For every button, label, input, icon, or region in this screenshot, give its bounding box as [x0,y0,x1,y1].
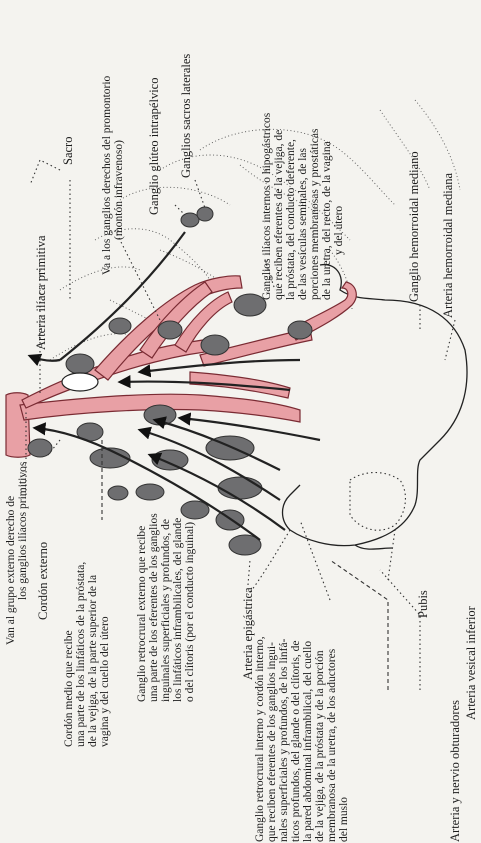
label-ganglio-hemorroidal-mediano: Ganglio hemorroidal mediano [407,151,421,302]
label-line: la pared abdominal inframbilical, del cu… [302,641,314,842]
label-arteria-hemorroidal-mediana: Arteria hemorroidal mediana [441,172,455,318]
label-line: la próstata, del conducto deferente, [285,139,297,300]
pelvis-outline [248,265,467,595]
label-line: de la uretra, del recto, de la vagina [321,141,333,300]
label-ganglio-gluteo-intrapelvico: Ganglio glúteo intrapélvico [147,78,161,215]
label-line: o del clítoris (por el conducto inguinal… [184,522,196,702]
label-line: una parte de los linfáticos de la prósta… [75,562,87,747]
label-pubis: Pubis [416,590,430,618]
node [109,318,131,334]
label-van-al-grupo-externo: Van al grupo externo derecho de [5,496,17,645]
label-line: de la vejiga, de la parte superior de la [87,575,99,747]
label-ganglio-retrocrural-interno: Ganglio retrocrural interno y cordón int… [254,636,266,842]
label-line: nales superficiales y profundos, de los … [278,638,290,842]
label-line: que reciben eferentes de la vejiga, de [273,130,285,300]
label-arteria-epigastrica: Arteria epigástrica [241,587,255,680]
label-cordon-externo: Cordón externo [36,542,50,620]
label-ganglios-iliacos-internos: Ganglios ilíacos internos o hipogástrico… [261,112,273,300]
node [108,486,128,500]
label-cordon-medio: Cordón medio que recibe [63,630,75,747]
label-line: que reciben eferentes de los ganglios in… [266,642,278,842]
node [181,501,209,519]
node [197,207,213,221]
label-line: ticos profundos, del glande o del clítor… [290,640,302,842]
label-va-ganglios-promontorio: Va a los ganglios derechos del promontor… [101,75,113,275]
label-ganglio-retrocrural-externo: Ganglio retrocrural externo que recibe [136,526,148,702]
label-arteria-nervio-obturadores: Arteria y nervio obturadores [448,700,462,842]
label-sacro: Sacro [61,137,75,165]
node [201,335,229,355]
label-ganglios-sacros-laterales: Ganglios sacros laterales [179,54,193,178]
label-arteria-vesical-inferior: Arteria vesical inferior [464,605,478,720]
node [158,321,182,339]
label-line: y del útero [333,206,345,255]
label-line: los ganglios ilíacos primitivos [17,461,29,600]
label-line: (montón infravenoso) [113,140,125,240]
label-line: inguinales superficiales y profundos, de [160,519,172,702]
label-line: del muslo [338,797,350,842]
label-line: porciones membranosas y prostáticas [309,128,321,300]
node [181,213,199,227]
white-ganglion [62,373,98,391]
node [152,450,188,470]
label-line: de las vesículas seminales, de las [297,147,309,300]
label-line: los linfáticos inframbilicales, del glan… [172,518,184,702]
label-line: de la vejiga, de la próstata y de la por… [314,650,326,842]
label-line: membranosa de la uretra, de los aductore… [326,648,338,842]
node [136,484,164,500]
label-line: una parte de los eferentes de los gangli… [148,513,160,702]
label-arteria-iliaca-primitiva: Arteria ilíaca primitiva [34,235,48,350]
node [288,321,312,339]
node [218,477,262,499]
label-line: vagina y del cuello del útero [99,616,111,747]
pubis-outline [350,473,405,531]
node [66,354,94,374]
